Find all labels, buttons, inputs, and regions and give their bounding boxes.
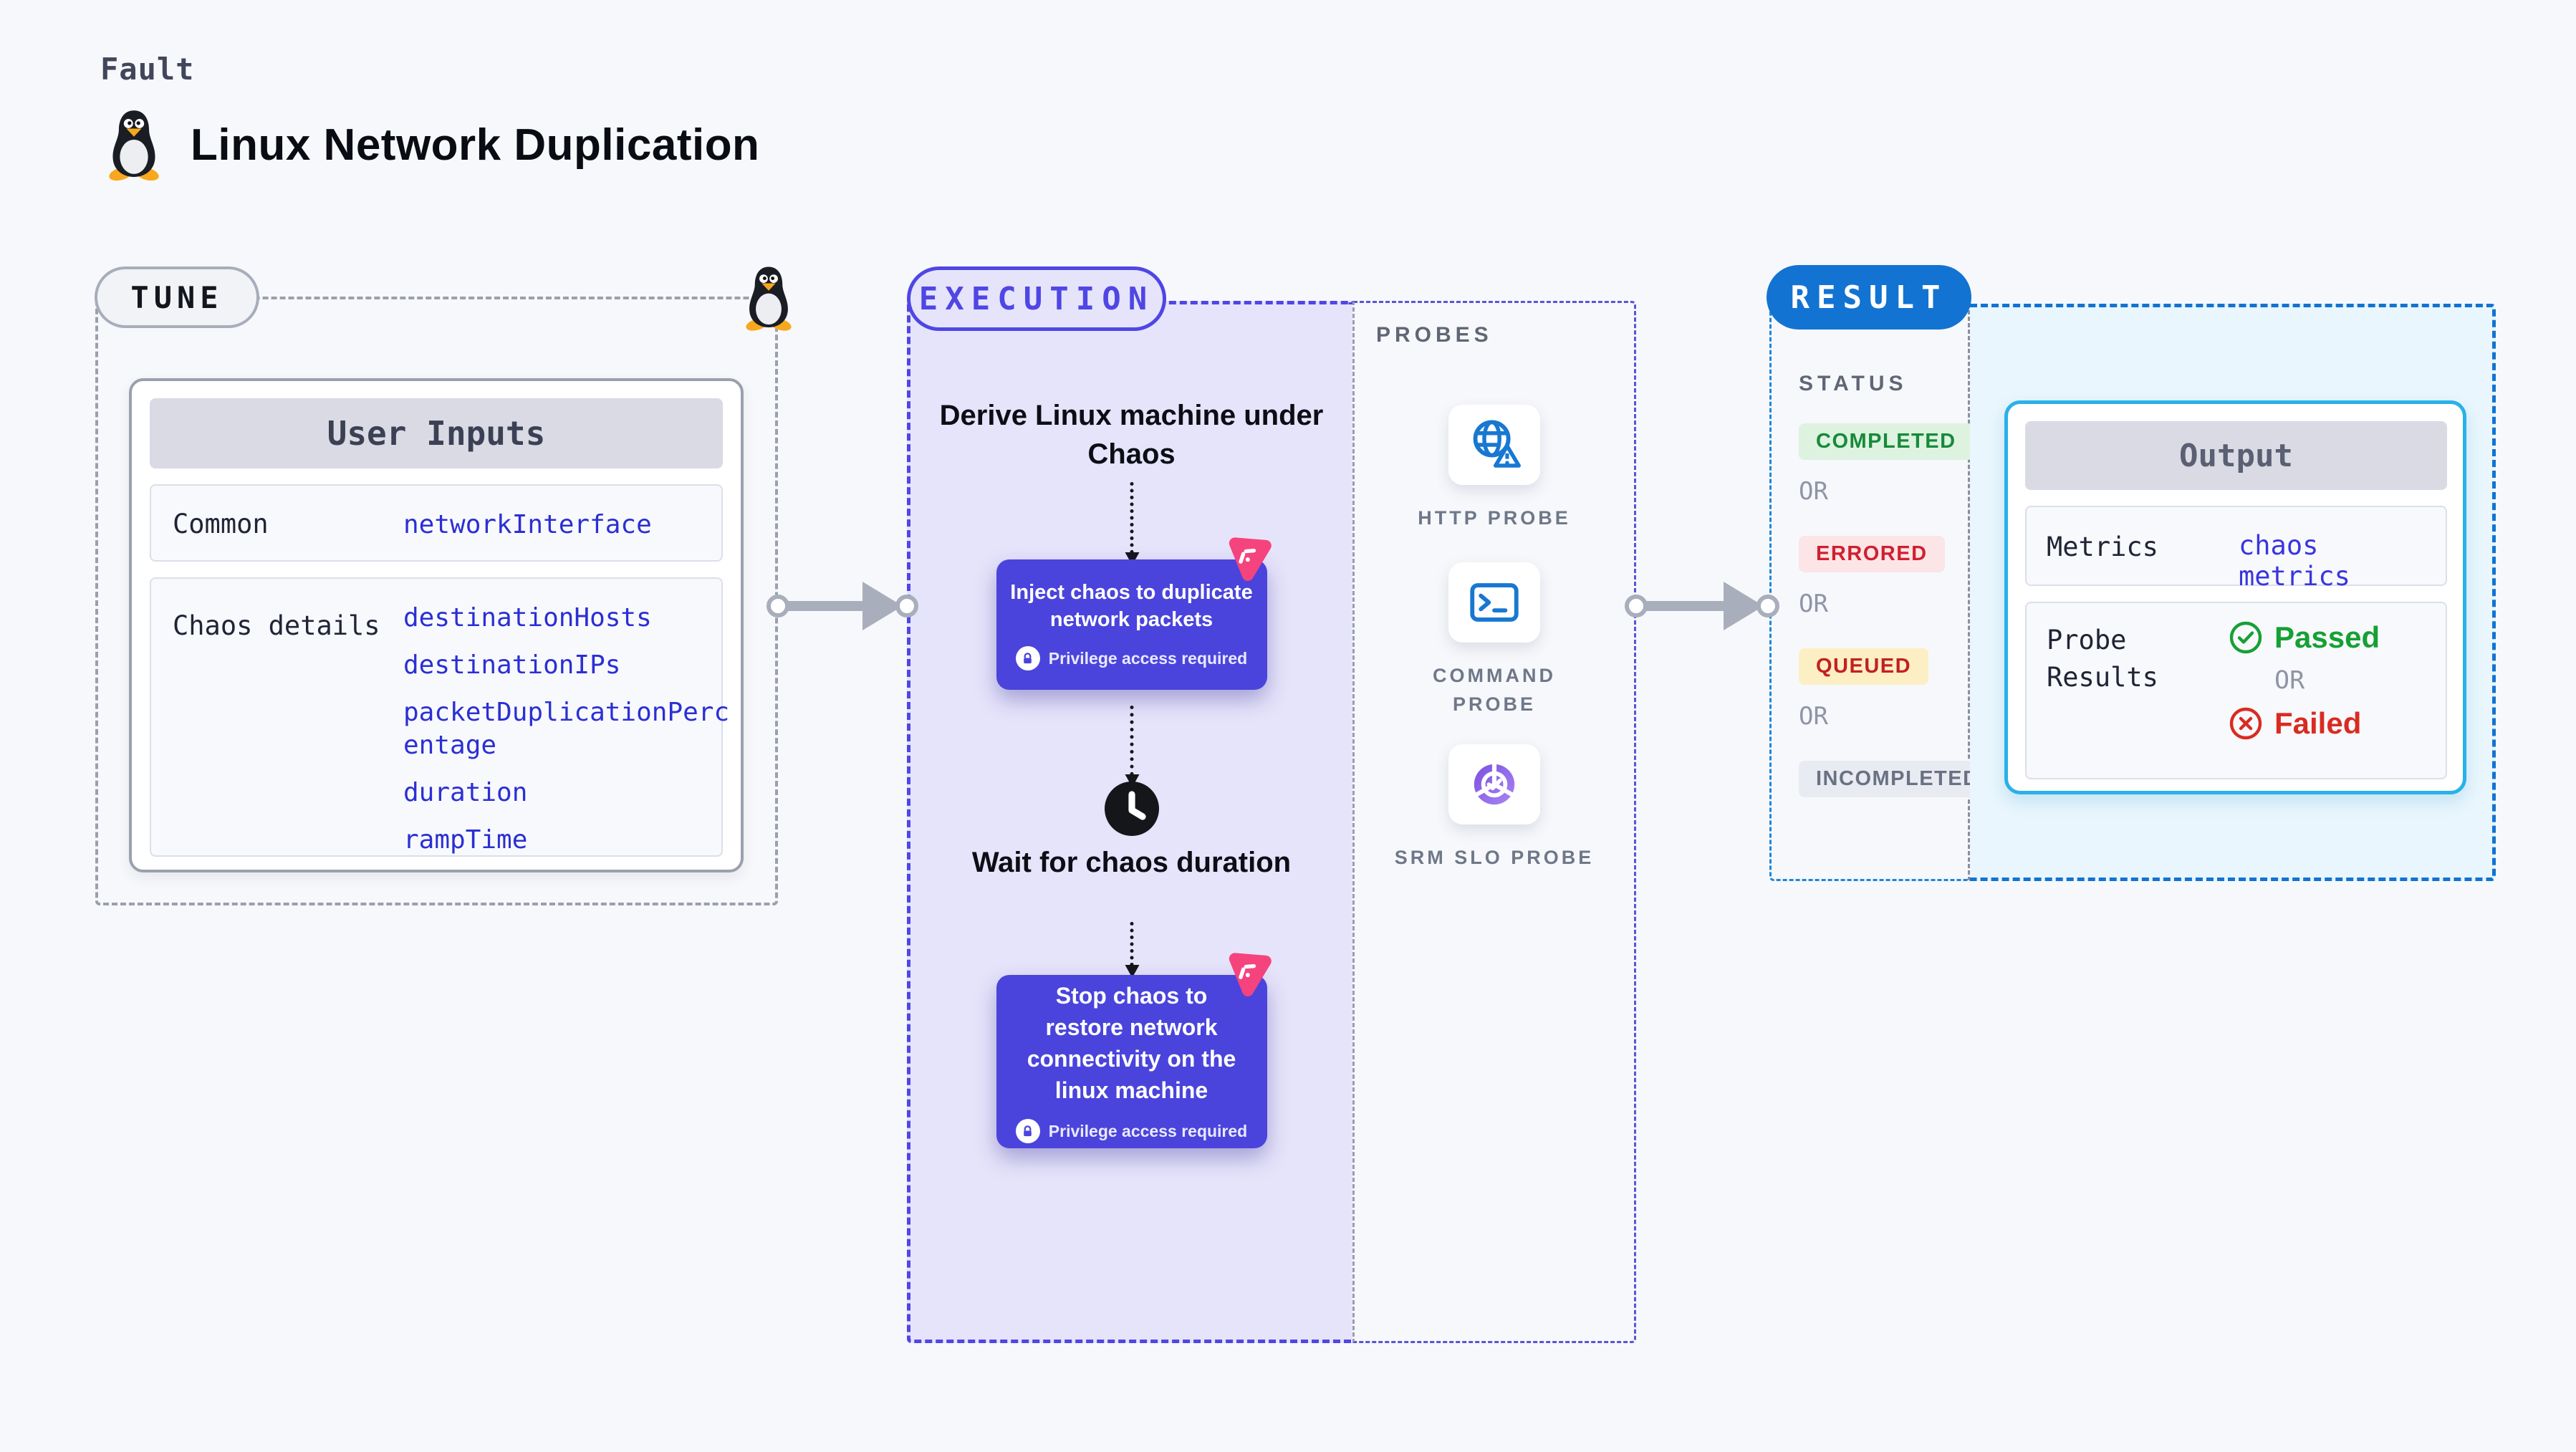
litmus-chaos-icon (1229, 537, 1272, 582)
globe-alert-icon (1448, 405, 1540, 485)
flow-connector (1125, 706, 1139, 787)
input-link-destinationHosts[interactable]: destinationHosts (403, 603, 652, 633)
page-header: Linux Network Duplication (102, 107, 759, 182)
litmus-chaos-icon (1229, 953, 1272, 997)
privilege-label: Privilege access required (1048, 648, 1248, 668)
input-link-rampTime[interactable]: rampTime (403, 825, 528, 855)
status-badge-queued: QUEUED (1799, 648, 1929, 685)
status-badge-errored: ERRORED (1799, 536, 1945, 572)
terminal-icon (1448, 562, 1540, 643)
probes-section-label: PROBES (1376, 323, 1493, 347)
input-link-networkInterface[interactable]: networkInterface (403, 510, 652, 539)
lock-icon (1015, 1119, 1040, 1143)
result-badge: RESULT (1767, 265, 1971, 330)
row-label: Chaos details (173, 610, 380, 641)
page-title: Linux Network Duplication (191, 120, 760, 170)
probe-result-failed: Failed (2229, 706, 2380, 741)
status-badge-completed: COMPLETED (1799, 423, 1974, 460)
user-inputs-table: User Inputs Common networkInterface Chao… (129, 378, 744, 872)
fault-category-label: Fault (100, 52, 195, 87)
row-label: Probe Results (2047, 625, 2158, 693)
status-panel: STATUS COMPLETED OR ERRORED OR QUEUED OR… (1769, 304, 1996, 881)
clock-icon (1103, 780, 1160, 841)
privilege-row: Privilege access required (1015, 1119, 1248, 1143)
or-separator: OR (2274, 666, 2305, 695)
output-header: Output (2025, 421, 2447, 490)
tune-badge: TUNE (95, 266, 259, 328)
lock-icon (1015, 646, 1040, 670)
probe-label: SRM SLO PROBE (1394, 847, 1595, 868)
step-wait-duration: Wait for chaos duration (971, 847, 1292, 878)
row-label: Metrics (2047, 532, 2158, 562)
step-derive-machine: Derive Linux machine under Chaos (939, 400, 1324, 470)
privilege-row: Privilege access required (1015, 646, 1248, 670)
probe-item-command: COMMAND PROBE (1355, 562, 1634, 718)
output-table: Output Metrics chaos metrics Probe Resul… (2004, 400, 2466, 794)
table-row-common: Common networkInterface (150, 484, 723, 562)
stop-chaos-node: Stop chaos to restore network connectivi… (996, 975, 1267, 1148)
tux-penguin-icon (746, 266, 792, 331)
result-section: STATUS COMPLETED OR ERRORED OR QUEUED OR… (1769, 304, 2496, 881)
node-title: Inject chaos to duplicate network packet… (1010, 581, 1253, 631)
probe-item-http: HTTP PROBE (1355, 405, 1634, 532)
or-separator: OR (1799, 590, 1828, 618)
execution-badge: EXECUTION (907, 266, 1166, 331)
status-section-label: STATUS (1799, 372, 1908, 395)
probes-panel: PROBES HTTP PROBE (1352, 301, 1636, 1343)
execution-section: Derive Linux machine under Chaos Inject … (907, 301, 1636, 1343)
flow-connector (1125, 922, 1139, 978)
table-row-metrics: Metrics chaos metrics (2025, 506, 2447, 592)
row-label: Common (173, 509, 269, 539)
x-circle-icon (2229, 707, 2262, 740)
probe-label: COMMAND PROBE (1433, 665, 1556, 715)
tux-penguin-icon (109, 110, 159, 181)
chaos-metrics-link[interactable]: chaos metrics (2239, 530, 2350, 592)
table-row-probe-results: Probe Results Passed OR (2025, 602, 2447, 779)
input-link-duration[interactable]: duration (403, 778, 528, 807)
arrow-right-tune-to-execution (766, 582, 918, 630)
inject-chaos-node: Inject chaos to duplicate network packet… (996, 559, 1267, 690)
status-badge-incompleted: INCOMPLETED (1799, 761, 1996, 797)
or-separator: OR (1799, 702, 1828, 731)
table-row-chaos-details: Chaos details destinationHosts destinati… (150, 577, 729, 857)
arrow-right-execution-to-result (1625, 582, 1779, 630)
slo-donut-check-icon (1448, 744, 1540, 824)
check-circle-icon (2229, 621, 2262, 654)
input-link-destinationIPs[interactable]: destinationIPs (403, 650, 621, 680)
failed-label: Failed (2274, 706, 2362, 740)
passed-label: Passed (2274, 620, 2380, 654)
probe-result-passed: Passed (2229, 620, 2380, 655)
execution-flow-panel: Derive Linux machine under Chaos Inject … (907, 301, 1352, 1343)
output-panel: Output Metrics chaos metrics Probe Resul… (1970, 304, 2496, 881)
probe-label: HTTP PROBE (1418, 507, 1571, 529)
node-title: Stop chaos to restore network connectivi… (1027, 983, 1236, 1103)
input-link-packetDuplicationPercentage[interactable]: packetDuplicationPercentage (403, 698, 730, 760)
flow-connector (1125, 482, 1139, 565)
probe-item-srm-slo: SRM SLO PROBE (1355, 744, 1634, 872)
or-separator: OR (1799, 477, 1828, 506)
privilege-label: Privilege access required (1048, 1121, 1248, 1140)
user-inputs-header: User Inputs (150, 398, 723, 468)
